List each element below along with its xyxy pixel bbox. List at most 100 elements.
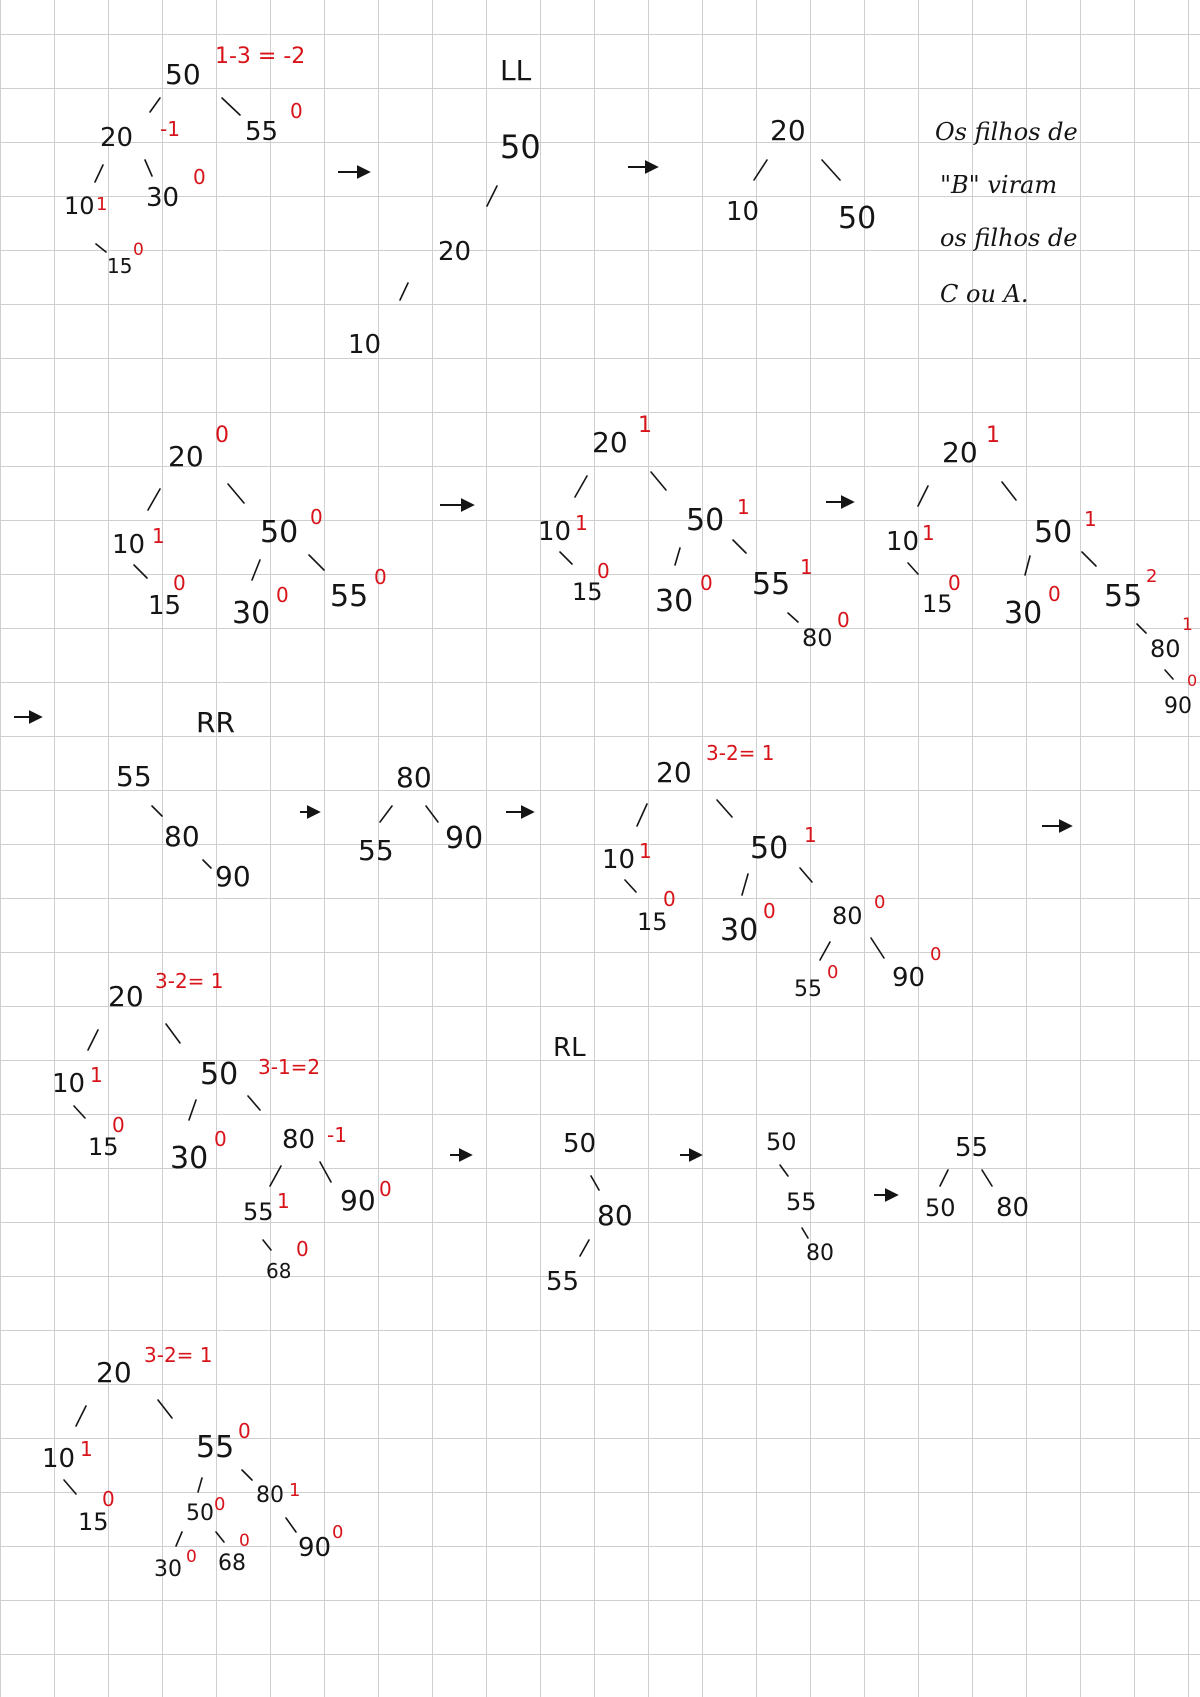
node-30: 30 [720,913,758,948]
balance-80: 0 [874,892,885,913]
balance-15: 0 [133,240,144,260]
node-90: 90 [298,1533,331,1563]
balance-15: 0 [663,887,676,911]
balance-68: 0 [296,1237,309,1261]
node-10: 10 [538,517,571,547]
balance-20: 3-2= 1 [144,1343,213,1367]
balance-50: 3-1=2 [258,1055,320,1079]
node-80: 80 [282,1125,315,1155]
balance-90: 0 [332,1522,343,1543]
balance-20: -1 [160,117,180,141]
node-10: 10 [52,1069,85,1099]
node-20: 20 [656,756,692,789]
node-20: 20 [108,980,144,1013]
node-15: 15 [637,908,668,936]
node-50: 50 [925,1194,956,1222]
rr-result: 80 55 90 [358,761,483,867]
node-55: 55 [1104,579,1142,614]
balance-20: 3-2= 1 [155,969,224,993]
node-20: 20 [592,426,628,459]
node-50: 50 [1034,515,1072,550]
node-55: 55 [245,117,278,147]
balance-15: 0 [112,1113,125,1137]
balance-50: 1 [737,495,750,519]
node-80: 80 [256,1483,284,1508]
tree-step3: 20 1 10 1 50 1 15 0 30 0 55 1 80 0 [538,413,850,652]
balance-80: 0 [837,608,850,632]
balance-10: 1 [152,524,165,548]
balance-15: 0 [597,559,610,583]
node-10: 10 [64,192,95,220]
node-20: 20 [96,1356,132,1389]
node-55: 55 [546,1267,579,1297]
balance-68: 0 [239,1531,250,1551]
node-68: 68 [266,1259,291,1283]
node-50: 50 [686,503,724,538]
balance-10: 1 [80,1437,93,1461]
balance-90: 0 [1187,671,1197,690]
balance-10: 1 [90,1063,103,1087]
node-20: 20 [438,237,471,267]
node-50: 50 [766,1128,797,1156]
tree-step4: 20 1 10 1 50 1 15 0 30 0 55 2 80 1 90 0 [886,423,1197,719]
node-30: 30 [232,596,270,631]
balance-10: 1 [922,521,935,545]
balance-50: 1 [804,823,817,847]
node-15: 15 [922,590,953,618]
node-30: 30 [1004,596,1042,631]
node-10: 10 [602,845,635,875]
node-55: 55 [752,567,790,602]
note: Os filhos de "B" viram os filhos de C ou… [935,118,1078,308]
balance-50: 1-3 = -2 [215,44,305,69]
balance-30: 0 [214,1127,227,1151]
node-55: 55 [196,1430,234,1465]
node-55: 55 [358,834,394,867]
node-10: 10 [886,527,919,557]
node-90: 90 [892,963,925,993]
node-80: 80 [832,902,863,930]
balance-90: 0 [930,944,941,965]
node-20: 20 [168,440,204,473]
balance-15: 0 [173,571,186,595]
balance-10: 1 [575,511,588,535]
node-10: 10 [42,1444,75,1474]
node-80: 80 [597,1199,633,1232]
node-15: 15 [107,254,132,278]
balance-10: 1 [639,839,652,863]
node-50: 50 [750,831,788,866]
tree-step1: 50 1-3 = -2 20 -1 55 0 10 1 30 0 15 0 [64,44,305,278]
node-55: 55 [955,1133,988,1163]
node-15: 15 [572,578,603,606]
node-80: 80 [164,820,200,853]
node-68: 68 [218,1551,246,1576]
node-80: 80 [396,761,432,794]
balance-50: 1 [1084,507,1097,531]
balance-20: 1 [986,423,1000,448]
balance-55: 0 [238,1419,251,1443]
note-line-1: Os filhos de [935,118,1078,146]
node-30: 30 [655,584,693,619]
balance-30: 0 [193,165,206,189]
balance-55: 0 [290,99,303,123]
node-20: 20 [942,436,978,469]
balance-10: 1 [96,194,107,215]
node-10: 10 [112,530,145,560]
node-50: 50 [838,201,876,236]
balance-55: 1 [800,555,813,579]
rl-rotation: RL 50 80 55 [546,1033,633,1297]
balance-20: 0 [215,423,229,448]
label-rl: RL [553,1033,586,1063]
tree-step7: 20 3-2= 1 10 1 55 0 15 0 50 0 80 1 30 0 … [42,1343,343,1582]
label-rr: RR [196,706,235,739]
tree-step6: 20 3-2= 1 10 1 50 3-1=2 15 0 30 0 80 -1 … [52,969,392,1283]
balance-90: 0 [379,1177,392,1201]
node-30: 30 [146,183,179,213]
node-55: 55 [330,579,368,614]
balance-15: 0 [102,1487,115,1511]
node-20: 20 [100,123,133,153]
balance-80: 1 [1182,615,1193,635]
ll-rotation: LL 50 20 10 [348,54,541,360]
rl-middle: 50 55 80 [766,1128,834,1266]
node-90: 90 [445,821,483,856]
node-80: 80 [996,1193,1029,1223]
